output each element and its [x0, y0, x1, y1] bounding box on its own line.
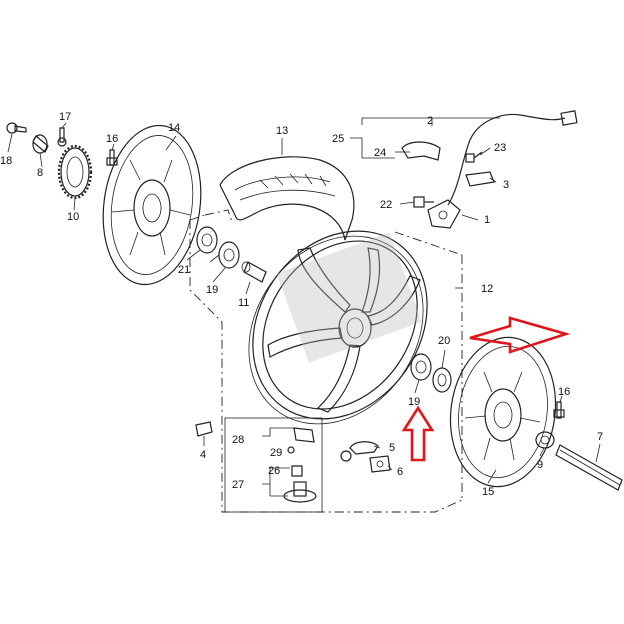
callout-19-right: 19	[408, 396, 420, 408]
axle	[555, 444, 623, 491]
callout-20: 20	[438, 335, 450, 347]
highlight-arrows	[401, 316, 571, 462]
callout-16-right: 16	[558, 386, 570, 398]
callout-11: 11	[238, 297, 249, 309]
callout-23: 23	[494, 142, 506, 154]
bracket-6	[369, 455, 391, 473]
callout-1: 1	[484, 214, 490, 226]
bolt-16-left	[106, 149, 118, 166]
callout-numbers: 1 2 3 4 5 6 7 8 9 10 11 12 13 14 15 16 1…	[0, 111, 603, 498]
bracket-3	[465, 171, 495, 187]
tire	[219, 156, 355, 241]
screw-17	[57, 127, 67, 147]
callout-8: 8	[37, 167, 43, 179]
callout-3: 3	[503, 179, 509, 191]
brake-disc-left	[102, 124, 202, 286]
red-arrow-right	[469, 316, 571, 354]
collar-8	[32, 134, 49, 154]
valve-kit-box	[224, 417, 323, 513]
callout-17: 17	[59, 111, 71, 123]
leader-lines	[7, 117, 601, 497]
callout-18: 18	[0, 155, 12, 167]
wheel-rim	[248, 230, 428, 425]
callout-15: 15	[482, 486, 494, 498]
callout-5: 5	[389, 442, 395, 454]
callout-22: 22	[380, 199, 392, 211]
clamp-24	[401, 141, 441, 161]
callout-26: 26	[268, 465, 280, 477]
callout-21: 21	[178, 264, 190, 276]
callout-16-left: 16	[106, 133, 118, 145]
callout-4: 4	[200, 449, 206, 461]
callout-29: 29	[270, 447, 282, 459]
callout-25: 25	[332, 133, 344, 145]
bolt-23	[465, 151, 483, 163]
seal-20	[432, 367, 452, 393]
callout-13: 13	[276, 125, 288, 137]
collar-9	[535, 431, 555, 449]
callout-10: 10	[67, 211, 79, 223]
balance-weight-4	[195, 421, 213, 437]
bolt-16-right	[553, 401, 565, 419]
bolt-22	[413, 196, 434, 208]
red-arrow-up	[401, 405, 435, 462]
callout-7: 7	[597, 431, 603, 443]
brake-disc-right	[449, 336, 557, 488]
bearing-19-right	[410, 353, 432, 381]
callout-12: 12	[481, 283, 493, 295]
spacer-11	[241, 261, 267, 283]
callout-14: 14	[168, 122, 180, 134]
callout-28: 28	[232, 434, 244, 446]
callout-2: 2	[427, 115, 433, 127]
callout-6: 6	[397, 466, 403, 478]
gear-ring	[57, 144, 93, 200]
callout-27: 27	[232, 479, 244, 491]
callout-24: 24	[374, 147, 386, 159]
assembly-outline	[189, 209, 463, 513]
bolt-18	[6, 122, 27, 134]
bearing-21	[196, 226, 218, 254]
callout-9: 9	[537, 459, 543, 471]
callout-19-left: 19	[206, 284, 218, 296]
sensor-5	[340, 441, 379, 462]
bearing-19-left	[209, 241, 240, 269]
wheel-speed-sensor	[427, 110, 578, 229]
